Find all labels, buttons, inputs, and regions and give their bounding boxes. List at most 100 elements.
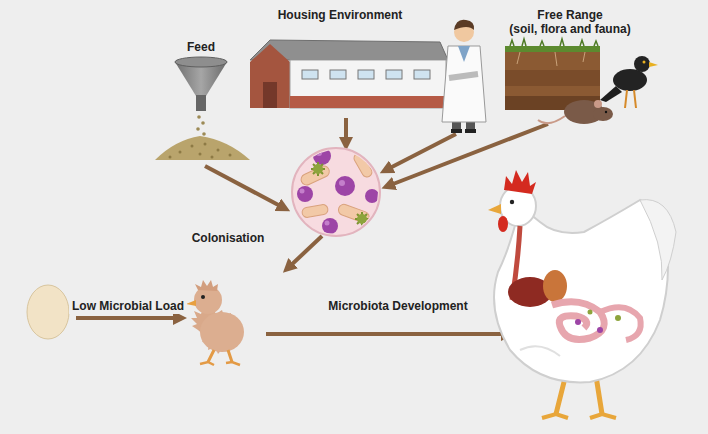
egg-part [27, 285, 69, 339]
source-label: Free Range(soil, flora and fauna) [506, 6, 633, 38]
feed-funnel-part [201, 121, 205, 125]
node-text: Free Range [509, 8, 630, 22]
feed-funnel-part [196, 127, 200, 131]
microbe-cluster-part [292, 148, 380, 236]
barn-part [263, 82, 277, 108]
free-range-scene-part [594, 100, 602, 108]
hen-part [542, 414, 616, 418]
free-range-scene-part [505, 70, 600, 86]
person-part [442, 46, 486, 122]
microbe-cluster-part-part [299, 164, 331, 187]
barn-part-part [386, 70, 402, 79]
barn-part-part [414, 70, 430, 79]
barn [250, 40, 448, 108]
barn-part-part [302, 70, 318, 79]
hen-part [600, 307, 641, 340]
free-range-scene-part [605, 111, 607, 113]
microbe-cluster-part-part [313, 164, 323, 174]
person-part [449, 74, 478, 78]
flow-arrow-part [266, 332, 508, 336]
hen-part [520, 346, 560, 356]
free-range-scene-part [505, 46, 600, 52]
microbe-cluster-part [297, 136, 379, 234]
barn-part [290, 96, 446, 108]
feed-funnel-part-part [229, 154, 232, 157]
microbe-cluster-part-part-part [354, 136, 370, 152]
microbe-cluster-part-part [297, 186, 313, 202]
free-range-scene-part [643, 61, 646, 64]
chick-part [200, 312, 244, 352]
hen-part [552, 302, 604, 340]
source-label: Housing Environment [275, 6, 406, 24]
person-part [454, 20, 474, 30]
free-range-scene-part [649, 62, 658, 67]
flow-arrow-part [388, 124, 548, 186]
microbe-cluster-part-part [300, 189, 305, 194]
microbe-cluster-part-part [322, 218, 338, 234]
free-range-scene [505, 39, 658, 124]
flow-arrow-part [288, 236, 322, 268]
microbe-cluster-part-part-part [311, 162, 325, 176]
feed-funnel-part-part [204, 143, 207, 146]
flow-label: Microbiota Development [325, 298, 470, 314]
feed-funnel-part [175, 57, 227, 67]
flow-label: Low Microbial Load [69, 298, 187, 314]
flow-arrow-part [344, 118, 348, 144]
microbe-cluster-part-part [301, 204, 328, 218]
hen-part [488, 204, 501, 214]
free-range-scene-part [600, 86, 622, 102]
feed-funnel-part [202, 132, 206, 136]
hen-part [498, 216, 508, 232]
microbe-cluster-part-part-part [355, 212, 369, 226]
feed-funnel-part [169, 143, 232, 159]
microbe-cluster-part-part [325, 221, 330, 226]
free-range-scene-part [517, 52, 585, 66]
chick-part [186, 300, 196, 306]
hen-part [494, 200, 668, 382]
microbe-cluster-part-part [365, 189, 379, 203]
hen [488, 170, 676, 418]
microbe-cluster-part-part [357, 214, 367, 224]
microbe-cluster-part-part [313, 147, 331, 165]
hen-part [615, 315, 621, 321]
feed-funnel-part-part [217, 149, 220, 152]
feed-funnel [155, 57, 250, 160]
person [442, 20, 486, 133]
hen-part [575, 319, 581, 325]
hen-part [597, 327, 603, 333]
hen-part [640, 200, 676, 280]
hen-part [588, 310, 593, 315]
microbe-cluster-part-part [339, 180, 345, 186]
free-range-scene-part [625, 90, 636, 108]
microbe-cluster-part-part [337, 203, 371, 224]
hen-part [504, 170, 536, 194]
person-part [458, 46, 470, 62]
barn-part-part [358, 70, 374, 79]
feed-funnel-part-part [199, 153, 202, 156]
free-range-scene-part [634, 56, 650, 72]
barn-part [302, 70, 430, 79]
feed-funnel-part-part [191, 145, 194, 148]
feed-funnel-part-part [169, 156, 172, 159]
microbe-cluster-part-part [356, 138, 368, 150]
egg [27, 285, 69, 339]
hen-part [510, 200, 514, 204]
flow-arrow-part [205, 166, 284, 208]
feed-funnel-part-part [179, 151, 182, 154]
microbe-cluster-part-part [352, 151, 374, 179]
chick-part [195, 280, 218, 291]
feed-funnel-part [155, 136, 250, 160]
node-text: (soil, flora and fauna) [509, 22, 630, 36]
free-range-scene-part [510, 39, 598, 46]
chick-part [200, 362, 240, 365]
microbe-cluster-part-part [335, 176, 355, 196]
person-part [465, 129, 476, 133]
chick [186, 280, 244, 365]
microbe-cluster-part-part [316, 150, 322, 156]
node-text: Feed [187, 40, 215, 54]
free-range-scene-part [593, 107, 613, 121]
flow-label: Colonisation [189, 230, 268, 246]
barn-part [250, 44, 290, 108]
free-range-scene-part [538, 116, 565, 123]
